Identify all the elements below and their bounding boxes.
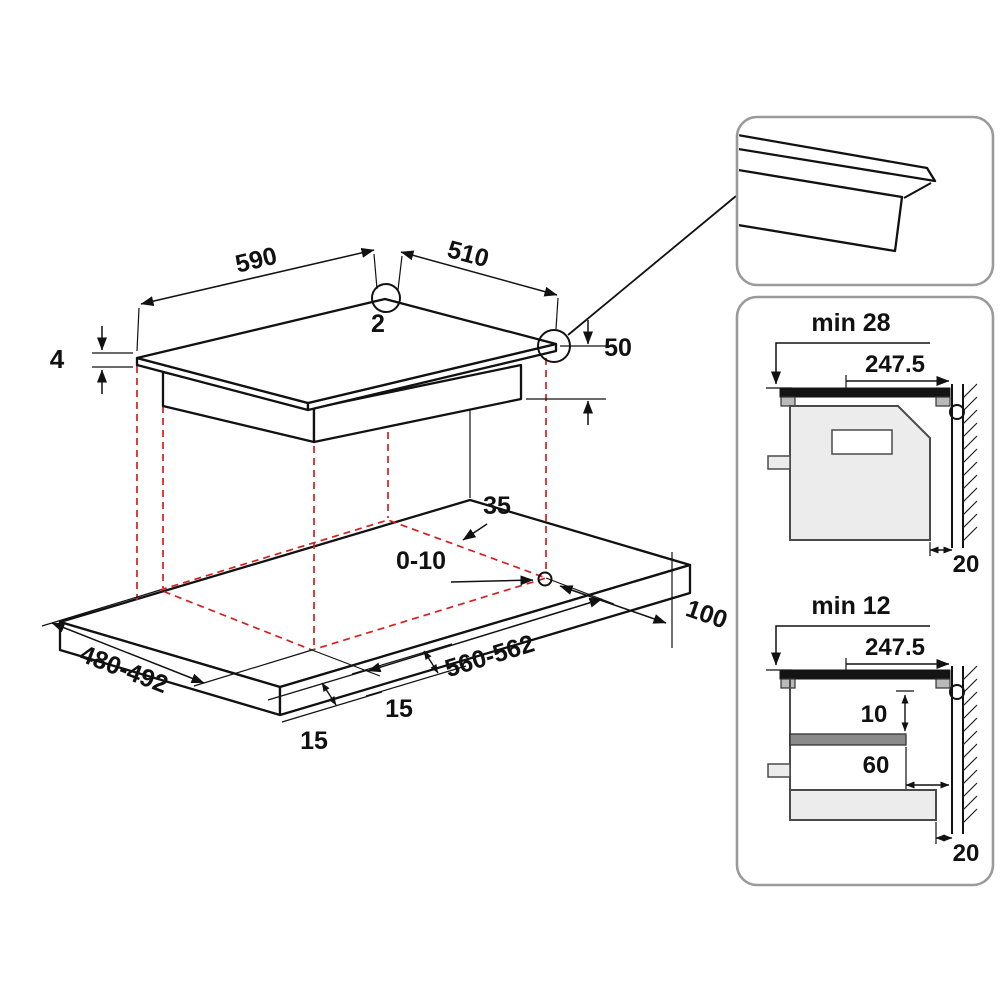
extension-line <box>351 643 453 675</box>
wall-hatch-line <box>962 383 978 399</box>
shelf-clearance-label: 10 <box>861 701 888 728</box>
wall-hatch-line <box>962 678 978 694</box>
wall-hatch-line <box>962 756 978 772</box>
fixing-clamp <box>935 396 951 407</box>
dim-cutout-depth-line <box>51 622 205 684</box>
detail-worktop-corner <box>739 166 904 253</box>
cable-distance-label: 247.5 <box>865 634 925 661</box>
extension-line <box>193 649 313 687</box>
wall-hatch-line <box>962 422 978 438</box>
wall-hatch-line <box>962 769 978 785</box>
oven-cabinet-section <box>789 405 931 541</box>
base-cabinet-section <box>789 789 937 821</box>
dim-cutout-width-line <box>367 597 603 673</box>
wall-hatch-line <box>962 691 978 707</box>
extension-line <box>136 307 140 352</box>
extension-line <box>373 253 378 290</box>
fixing-clamp <box>780 678 796 689</box>
extension-line <box>41 589 161 627</box>
wall-hatch-line <box>962 396 978 412</box>
section-min-12: min 12 247.5 10 60 20 <box>766 592 979 867</box>
wall-hatch-line <box>962 500 978 516</box>
wall-hatch-line <box>962 448 978 464</box>
cable-hole <box>949 684 965 700</box>
hob <box>135 297 558 444</box>
dim-side-clearance-line <box>559 585 667 624</box>
fixing-clamp <box>780 396 796 407</box>
extension-line <box>365 665 467 697</box>
detail-hob-side-edge <box>903 182 932 199</box>
vent-opening <box>831 429 893 455</box>
dim-height-label: 50 <box>604 334 632 362</box>
wall-hatch-line <box>962 435 978 451</box>
wall-hatch-line <box>962 461 978 477</box>
edge-detail-content <box>739 131 937 253</box>
wall-hatch-line <box>962 526 978 542</box>
detail-leader-line <box>567 195 737 336</box>
shelf-setback-label: 60 <box>863 752 890 779</box>
extension-line <box>281 691 383 723</box>
wall-hatch-line <box>962 704 978 720</box>
wall-hatch-line <box>962 665 978 681</box>
wall-hatch-line <box>962 487 978 503</box>
cable-hole <box>949 404 965 420</box>
dim-back-gap-leader <box>462 523 488 541</box>
dim-depth-line <box>400 250 558 297</box>
dim-front-margin-2-line <box>321 682 337 706</box>
min-clearance-dim <box>771 342 930 385</box>
cabinet-tab <box>767 763 791 778</box>
cutout-outline <box>157 519 549 651</box>
wall-hatching <box>962 665 978 824</box>
min-clearance-label: min 12 <box>811 592 890 620</box>
hob-glass-section <box>779 387 951 398</box>
hob-glass-top <box>135 297 558 405</box>
cabinet-tab <box>767 455 791 470</box>
wall-hatch-line <box>962 795 978 811</box>
cutout-projection <box>136 358 549 651</box>
cutout-corner-marker <box>537 571 553 587</box>
hob-body-right-face <box>312 363 523 444</box>
wall-hatch-line <box>962 743 978 759</box>
edge-detail-panel <box>735 115 995 287</box>
min-clearance-label: min 28 <box>811 309 890 337</box>
wall-hatching <box>962 383 978 542</box>
dim-thickness-label: 4 <box>50 344 65 374</box>
fixing-clamp <box>935 678 951 689</box>
detail-hob-glass-edge <box>739 131 937 183</box>
center-point-circle <box>371 283 401 313</box>
wall-hatch-line <box>962 717 978 733</box>
wall-hatch-line <box>962 474 978 490</box>
min-clearance-dim <box>771 625 930 666</box>
wall-hatch-line <box>962 513 978 529</box>
dim-corner-play-label: 0-10 <box>396 547 446 575</box>
dim-corner-play-leader <box>450 575 534 586</box>
extension-line <box>267 669 369 701</box>
detail-callout <box>537 195 737 363</box>
cable-distance-label: 247.5 <box>865 351 925 378</box>
wall-hatch-line <box>962 730 978 746</box>
section-min-28: min 28 247.5 20 <box>766 309 979 578</box>
wall-hatch-line <box>962 782 978 798</box>
hob-glass-section <box>779 669 951 680</box>
center-point-label: 2 <box>371 310 385 338</box>
wall-hatch-line <box>962 808 978 824</box>
cross-sections-panel: min 28 247.5 20 min 12 247.5 <box>735 295 995 887</box>
dim-front-margin-2-label: 15 <box>300 727 328 755</box>
wall-gap-label: 20 <box>953 551 980 578</box>
extension-line <box>555 297 559 330</box>
dim-back-gap-label: 35 <box>483 492 511 520</box>
wall-gap-label: 20 <box>953 840 980 867</box>
detail-callout-circle <box>537 329 571 363</box>
dim-width-line <box>140 247 375 307</box>
wall-hatch-line <box>962 409 978 425</box>
dim-front-margin-1-label: 15 <box>385 695 413 723</box>
intermediate-shelf <box>789 733 907 746</box>
extension-line <box>545 577 615 605</box>
dim-front-margin-1-line <box>423 650 439 674</box>
